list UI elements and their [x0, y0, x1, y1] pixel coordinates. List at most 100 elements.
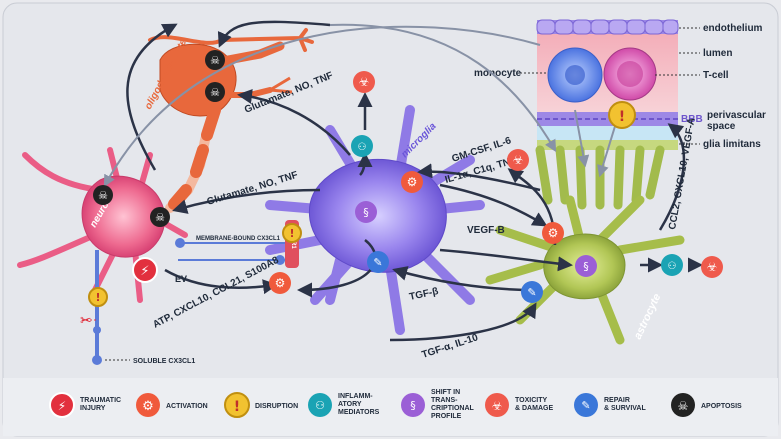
- scissors-icon: ✂: [80, 313, 92, 329]
- perivascular-space: [537, 126, 678, 140]
- svg-text:✎: ✎: [527, 286, 536, 299]
- badges: ☠ ☠ ☠ ☠ ⚙ ⚙ ⚙ ☣ ☣ ☣ ⚇ ⚇ § § ✎ ✎ ! ! ! ⚡: [88, 50, 723, 307]
- svg-text:☣: ☣: [513, 153, 524, 167]
- svg-text:☣: ☣: [707, 260, 718, 274]
- legend-item-disruption: ! DISRUPTION: [224, 392, 298, 418]
- skull-icon: ☠: [93, 185, 113, 205]
- network-icon: [308, 393, 332, 417]
- svg-text:⚙: ⚙: [548, 226, 559, 240]
- lumen-label: lumen: [703, 48, 732, 59]
- gear-icon: ⚙: [269, 272, 291, 294]
- skull-icon: ☠: [150, 207, 170, 227]
- legend-label: TOXICITY: [515, 397, 547, 404]
- monocyte-label: monocyte: [474, 68, 522, 79]
- wrench-icon: [574, 393, 598, 417]
- legend-item-inflammatory: ⚇ INFLAMM- ATORY MEDIATORS: [308, 393, 380, 417]
- svg-text:!: !: [95, 291, 100, 304]
- svg-text:!: !: [234, 399, 240, 415]
- legend-item-apoptosis: ☠ APOPTOSIS: [671, 393, 742, 417]
- svg-text:☠: ☠: [678, 399, 689, 413]
- legend-label: INFLAMM-: [338, 393, 373, 400]
- legend-label: ATORY: [338, 401, 362, 408]
- svg-text:⚇: ⚇: [315, 399, 325, 412]
- legend-label: MEDIATORS: [338, 409, 380, 416]
- dna-icon: [401, 393, 425, 417]
- exclamation-icon: !: [282, 223, 302, 243]
- vegfb-label: VEGF-B: [467, 225, 505, 236]
- svg-text:⚡: ⚡: [140, 264, 149, 279]
- svg-text:§: §: [583, 260, 589, 273]
- svg-text:§: §: [410, 399, 416, 412]
- bbb-layer: [537, 112, 678, 126]
- svg-text:!: !: [619, 109, 625, 125]
- exclamation-icon: [224, 392, 250, 418]
- skull-icon: ☠: [205, 82, 225, 102]
- space-label: space: [707, 121, 736, 132]
- network-icon: ⚇: [661, 254, 683, 276]
- membrane-cx3cl1-label: MEMBRANE-BOUND CX3CL1: [196, 236, 281, 242]
- dna-icon: §: [355, 201, 377, 223]
- skull-icon: ☠: [205, 50, 225, 70]
- legend-label: APOPTOSIS: [701, 403, 742, 410]
- legend-label: DISRUPTION: [255, 403, 298, 410]
- gear-icon: ⚙: [542, 222, 564, 244]
- legend: ⚡ TRAUMATIC INJURY ⚙ ACTIVATION ! DISRUP…: [49, 389, 742, 420]
- legend-label: REPAIR: [604, 397, 630, 404]
- biohazard-icon: ☣: [507, 149, 529, 171]
- svg-text:☠: ☠: [210, 86, 220, 99]
- svg-text:✎: ✎: [581, 399, 590, 412]
- svg-text:!: !: [289, 227, 294, 240]
- exclamation-icon: !: [88, 287, 108, 307]
- wrench-icon: ✎: [367, 251, 389, 273]
- biohazard-icon: [485, 393, 509, 417]
- ev-label: EV: [175, 274, 187, 284]
- legend-item-trauma: ⚡ TRAUMATIC INJURY: [49, 392, 121, 418]
- legend-item-activation: ⚙ ACTIVATION: [136, 393, 208, 417]
- svg-text:☠: ☠: [98, 189, 108, 202]
- biohazard-icon: ☣: [701, 256, 723, 278]
- soluble-cx3cl1-label: SOLUBLE CX3CL1: [133, 358, 195, 365]
- endothelium-layer: [536, 19, 679, 35]
- endothelium-label: endothelium: [703, 23, 763, 34]
- glia-limitans-layer: [537, 140, 678, 150]
- legend-label: & DAMAGE: [515, 405, 553, 412]
- dna-icon: §: [575, 255, 597, 277]
- svg-text:☠: ☠: [155, 211, 165, 224]
- bbb-label: BBB: [681, 114, 703, 125]
- svg-text:⚙: ⚙: [407, 175, 418, 189]
- svg-text:☣: ☣: [492, 399, 503, 413]
- svg-text:⚙: ⚙: [142, 399, 154, 414]
- legend-item-toxicity: ☣ TOXICITY & DAMAGE: [485, 393, 553, 417]
- gear-icon: [136, 393, 160, 417]
- svg-text:✎: ✎: [373, 256, 382, 269]
- arrow-group: [126, 20, 703, 342]
- network-icon: ⚇: [351, 135, 373, 157]
- svg-text:⚡: ⚡: [58, 399, 66, 413]
- svg-text:⚇: ⚇: [668, 261, 677, 272]
- gear-icon: ⚙: [401, 171, 423, 193]
- svg-text:§: §: [363, 206, 369, 219]
- exclamation-icon: !: [608, 101, 636, 129]
- legend-label: TRANS-: [431, 397, 458, 404]
- legend-label: SHIFT IN: [431, 389, 460, 396]
- tcell-label: T-cell: [703, 70, 729, 81]
- legend-label: INJURY: [80, 405, 106, 412]
- legend-label: CRIPTIONAL: [431, 405, 475, 412]
- legend-item-repair: ✎ REPAIR & SURVIVAL: [574, 393, 646, 417]
- svg-text:☣: ☣: [359, 75, 370, 89]
- grey-arrow-group: [103, 23, 621, 188]
- perivascular-label: perivascular: [707, 110, 766, 121]
- svg-text:⚙: ⚙: [275, 276, 286, 290]
- svg-text:☠: ☠: [210, 54, 220, 67]
- svg-text:⚇: ⚇: [358, 142, 367, 153]
- biohazard-icon: ☣: [353, 71, 375, 93]
- skull-icon: [671, 393, 695, 417]
- lightning-icon: ⚡: [132, 257, 158, 283]
- lightning-icon: [49, 392, 75, 418]
- legend-item-transcriptional: § SHIFT IN TRANS- CRIPTIONAL PROFILE: [401, 389, 475, 420]
- wrench-icon: ✎: [521, 281, 543, 303]
- legend-label: TRAUMATIC: [80, 397, 121, 404]
- legend-label: PROFILE: [431, 413, 462, 420]
